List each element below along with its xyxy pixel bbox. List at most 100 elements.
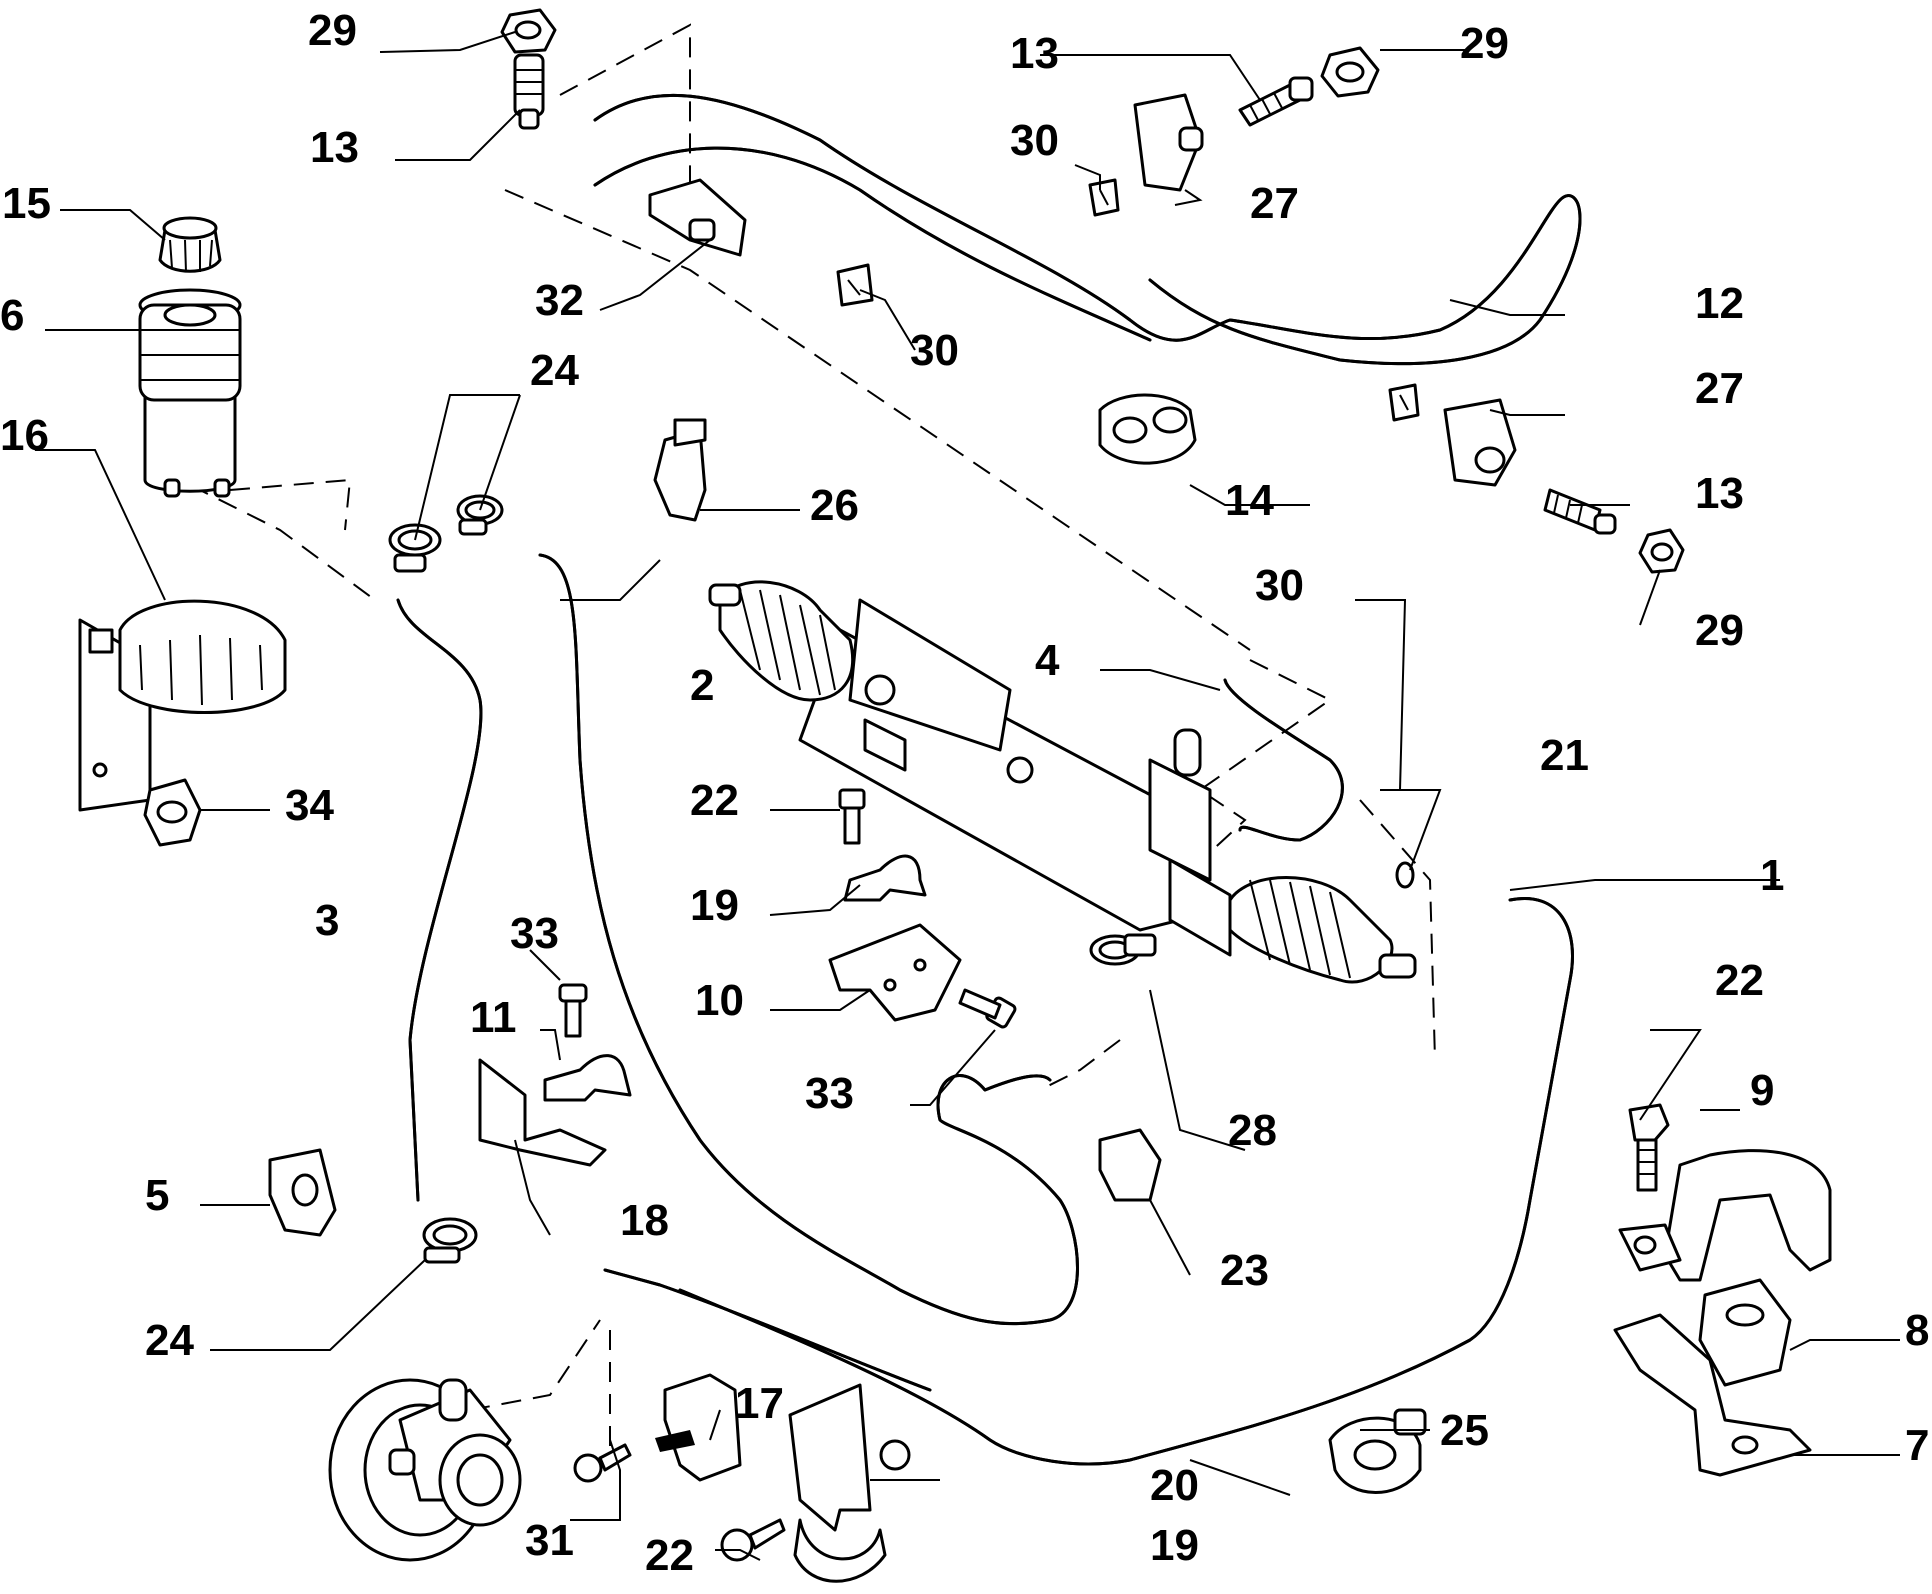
callouts: 29 13 15 6 16 24 32 30 13 29 27 30 12 27…: [0, 6, 1929, 1580]
callout-13: 13: [1695, 469, 1744, 518]
hose-clamp-24-top-right: [456, 494, 504, 536]
callout-22: 22: [645, 1531, 694, 1580]
pipe-12: [593, 93, 1582, 366]
callout-24: 24: [145, 1316, 194, 1365]
callout-27: 27: [1695, 364, 1744, 413]
callout-20: 20: [1150, 1461, 1199, 1510]
callout-25: 25: [1440, 1406, 1489, 1455]
nut-29-top: [500, 8, 557, 54]
callout-6: 6: [0, 291, 24, 340]
insulator-8: [1698, 1278, 1792, 1387]
callout-13: 13: [1010, 29, 1059, 78]
callout-5: 5: [145, 1171, 169, 1220]
union-13-top: [513, 53, 545, 130]
pipe-12-second: [593, 146, 1152, 342]
assembly-guide-lines: [189, 23, 1436, 1450]
clip-32: [648, 178, 747, 257]
power-steering-pump: [328, 1378, 522, 1562]
callout-28: 28: [1228, 1106, 1277, 1155]
callout-16: 16: [0, 411, 49, 460]
rack-boot-right: [1228, 876, 1417, 984]
callout-30: 30: [1010, 116, 1059, 165]
callout-15: 15: [2, 179, 51, 228]
hose-clamp-28: [1089, 933, 1157, 966]
callout-23: 23: [1220, 1246, 1269, 1295]
bracket-11: [543, 1054, 632, 1102]
bolt-31: [573, 1443, 632, 1483]
clip-27-right: [1443, 398, 1517, 487]
bracket-7: [1613, 1313, 1812, 1477]
callout-26: 26: [810, 481, 859, 530]
callout-19: 19: [690, 881, 739, 930]
nut-34: [143, 778, 202, 847]
callout-8: 8: [1905, 1306, 1929, 1355]
callout-11: 11: [470, 993, 517, 1042]
clip-30-middle: [836, 263, 874, 307]
callout-29: 29: [1695, 606, 1744, 655]
callout-3: 3: [315, 896, 339, 945]
hose-3: [396, 598, 483, 1202]
bolt-22-bottom: [720, 1518, 786, 1562]
callout-1: 1: [1760, 851, 1784, 900]
bolt-33-left: [558, 983, 588, 1038]
callout-7: 7: [1905, 1421, 1929, 1470]
clip-30-right: [1388, 383, 1420, 422]
callout-13: 13: [310, 123, 359, 172]
o-ring-21: [1395, 861, 1415, 889]
callout-9: 9: [1750, 1066, 1774, 1115]
callout-18: 18: [620, 1196, 669, 1245]
bracket-10: [828, 923, 962, 1022]
clip-26: [653, 418, 707, 522]
pipe-20: [603, 1268, 932, 1392]
callout-22: 22: [690, 776, 739, 825]
callout-22: 22: [1715, 956, 1764, 1005]
callout-21: 21: [1540, 731, 1589, 780]
rack-boot-left: [708, 580, 855, 702]
reservoir-cap-15: [158, 216, 222, 273]
callout-19: 19: [1150, 1521, 1199, 1570]
callout-29: 29: [1460, 19, 1509, 68]
callout-29: 29: [308, 6, 357, 55]
pipe-4-return: [936, 1074, 1079, 1322]
union-13-right: [1543, 488, 1617, 535]
nut-29-right: [1638, 528, 1685, 574]
nut-29-top-right: [1320, 46, 1380, 98]
callout-2: 2: [690, 661, 714, 710]
bracket-19-middle: [843, 854, 927, 902]
leader-lines: [35, 31, 1900, 1561]
reservoir-6: [138, 288, 242, 498]
callout-30: 30: [910, 326, 959, 375]
pipe-1: [678, 897, 1574, 1466]
callout-14: 14: [1225, 476, 1274, 525]
callout-12: 12: [1695, 279, 1744, 328]
bolt-22-right: [1628, 1103, 1670, 1192]
callout-33: 33: [805, 1069, 854, 1118]
callout-4: 4: [1035, 636, 1060, 685]
hose-clamp-24-bottom: [422, 1217, 478, 1264]
clip-5: [268, 1148, 337, 1237]
callout-30: 30: [1255, 561, 1304, 610]
union-13-top-right: [1238, 76, 1314, 127]
callout-27: 27: [1250, 179, 1299, 228]
bracket-9: [1618, 1149, 1832, 1282]
hose-clamp-24-top: [388, 523, 442, 573]
callout-10: 10: [695, 976, 744, 1025]
callout-32: 32: [535, 276, 584, 325]
clip-30-top: [1088, 178, 1120, 217]
callout-34: 34: [285, 781, 334, 830]
callout-33: 33: [510, 909, 559, 958]
bolt-33-middle: [958, 988, 1017, 1029]
hose-2: [538, 553, 1052, 1326]
callout-17: 17: [735, 1379, 784, 1428]
callout-24: 24: [530, 346, 579, 395]
pipe-4: [1223, 678, 1344, 842]
bracket-18: [478, 1058, 607, 1167]
clip-27-top: [1133, 93, 1204, 192]
reservoir-bracket-16: [78, 599, 287, 812]
bolt-22-middle: [838, 788, 866, 845]
steering-rack: [798, 598, 1232, 957]
bracket-17: [655, 1373, 742, 1482]
clip-14: [1098, 393, 1197, 465]
clamp-25: [1328, 1408, 1427, 1494]
